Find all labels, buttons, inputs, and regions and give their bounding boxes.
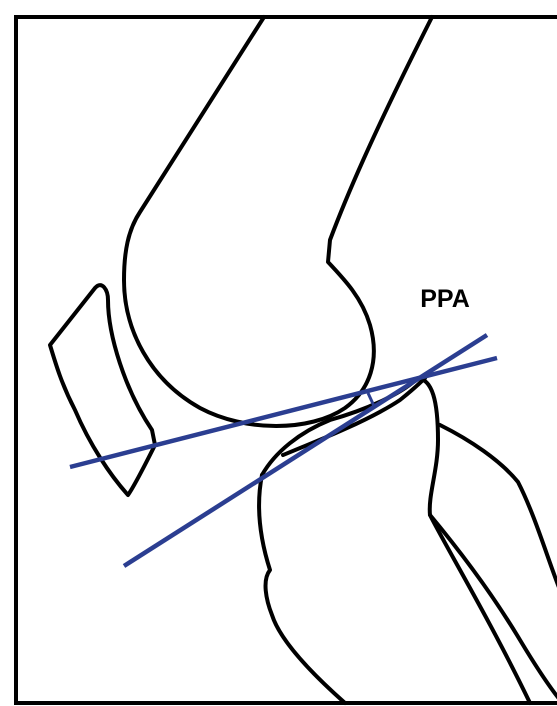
tibial-slope-line bbox=[124, 335, 487, 566]
patella-outline bbox=[50, 285, 155, 495]
fibula-inner-outline bbox=[430, 515, 557, 700]
femur-outline bbox=[124, 17, 432, 426]
tibia-outline bbox=[262, 378, 530, 703]
tibia-anterior-outline bbox=[259, 475, 345, 703]
ppa-label: PPA bbox=[420, 285, 470, 313]
